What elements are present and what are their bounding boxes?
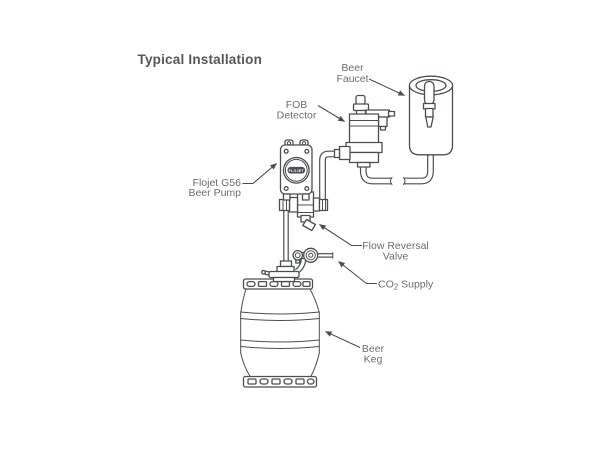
valve-outlet-elbow: [302, 218, 317, 232]
flojet-badge-label: FLOJET: [289, 169, 305, 173]
beer-pump: FLOJET: [279, 139, 313, 201]
keg-top-chime-slots: [246, 280, 311, 288]
leader-arrows: [242, 78, 405, 348]
beer-keg: [240, 278, 320, 388]
faucet-spout: [425, 116, 434, 128]
keg-coupler: [261, 260, 300, 283]
pressure-gauge: [292, 249, 304, 261]
fob-detector-label-line2: Detector: [277, 110, 317, 122]
valve-right-fitting: [318, 198, 329, 212]
fob-flange: [345, 141, 383, 154]
co2-regulator: [292, 247, 319, 264]
keg-rib-band-lower: [240, 339, 320, 343]
beer-faucet-label-line1: Beer: [341, 62, 364, 74]
co2-tubing: [294, 252, 334, 274]
fob-detector: [333, 94, 396, 168]
flow-reversal-valve-label-line1: Flow Reversal: [362, 240, 429, 252]
leader-fob-detector: [317, 105, 345, 122]
leader-co2-supply: [338, 261, 377, 285]
beer-tubing: [283, 150, 434, 263]
keg-bottom-shoulder: [240, 352, 251, 378]
fob-top-cap: [355, 94, 366, 106]
fob-detector-label-line1: FOB: [286, 99, 308, 111]
page-title: Typical Installation: [138, 52, 263, 67]
flojet-badge: [287, 166, 306, 174]
co2-supply-label: CO2 Supply: [378, 279, 434, 292]
fob-body: [348, 113, 380, 144]
beer-keg-label-line1: Beer: [362, 343, 385, 355]
fob-inlet-fitting: [338, 145, 351, 161]
keg-rib-band-upper: [240, 311, 320, 315]
beer-faucet-tower: [408, 75, 454, 156]
beer-pump-label-line2: Beer Pump: [188, 187, 241, 199]
flow-reversal-valve: [278, 191, 329, 232]
beer-pump-label-line1: Flojet G56: [193, 177, 242, 189]
leader-beer-faucet: [368, 78, 405, 96]
labels: Typical Installation Beer Faucet FOB Det…: [138, 52, 434, 366]
beer-keg-label-line2: Keg: [364, 354, 383, 366]
keg-bottom-chime-slots: [247, 378, 315, 385]
leader-flow-reversal-valve: [319, 224, 362, 247]
tube-break-symbol: [390, 176, 393, 186]
beer-faucet-label-line2: Faucet: [336, 73, 368, 85]
keg-top-shoulder: [240, 288, 247, 313]
valve-left-fitting: [278, 198, 291, 212]
leader-beer-pump: [242, 163, 277, 185]
flow-reversal-valve-label-line2: Valve: [383, 251, 409, 263]
leader-beer-keg: [325, 331, 361, 348]
faucet-handle: [423, 80, 435, 106]
